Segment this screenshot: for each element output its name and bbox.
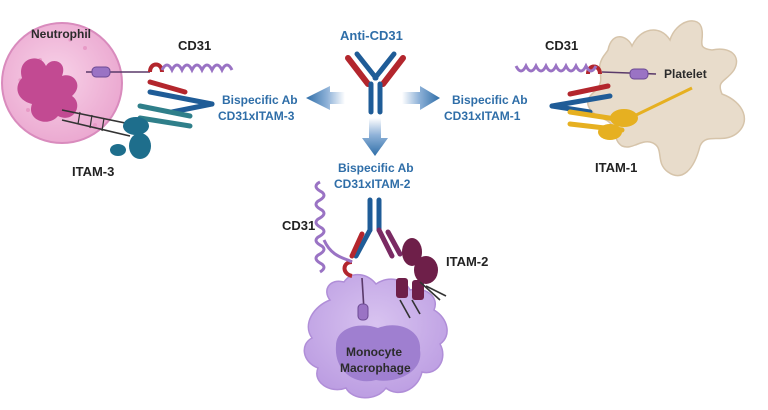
- left-antibody-line2: CD31xITAM-3: [218, 109, 295, 123]
- itam3-label: ITAM-3: [72, 164, 114, 179]
- itam1-label: ITAM-1: [595, 160, 637, 175]
- itam2-label: ITAM-2: [446, 254, 488, 269]
- neutrophil-nucleus: [17, 58, 78, 122]
- left-antibody-line1: Bispecific Ab: [222, 93, 298, 107]
- left-cd31-receptor: [148, 62, 234, 74]
- arrow-left: [306, 86, 345, 110]
- anti-cd31-antibody: [345, 51, 406, 115]
- arrow-down: [362, 118, 388, 156]
- right-cd31-receptor: [514, 62, 602, 75]
- right-antibody-line1: Bispecific Ab: [452, 93, 528, 107]
- left-cd31-label: CD31: [178, 38, 211, 53]
- macrophage-label-line1: Monocyte: [346, 345, 402, 359]
- bottom-cd31-receptor: [314, 180, 353, 278]
- neutrophil-label: Neutrophil: [31, 27, 91, 41]
- bottom-antibody-line1: Bispecific Ab: [338, 161, 414, 175]
- bottom-cd31-label: CD31: [282, 218, 315, 233]
- left-bispecific-antibody: [137, 79, 215, 129]
- right-cd31-label: CD31: [545, 38, 578, 53]
- right-bispecific-antibody: [549, 83, 625, 133]
- macrophage-cell: [303, 273, 448, 399]
- itam3-receptor: [61, 109, 151, 159]
- macrophage-label-line2: Macrophage: [340, 361, 411, 375]
- bottom-bispecific-antibody: [349, 197, 403, 259]
- arrow-right: [402, 86, 440, 110]
- itam2-receptor: [396, 238, 447, 319]
- bottom-antibody-line2: CD31xITAM-2: [334, 177, 411, 191]
- platelet-cell: [587, 20, 746, 177]
- itam1-receptor: [598, 86, 693, 140]
- right-antibody-line2: CD31xITAM-1: [444, 109, 521, 123]
- anti-cd31-label: Anti-CD31: [340, 28, 403, 43]
- platelet-label: Platelet: [664, 67, 707, 81]
- neutrophil-cell: [1, 22, 150, 144]
- macrophage-nucleus: [335, 325, 421, 382]
